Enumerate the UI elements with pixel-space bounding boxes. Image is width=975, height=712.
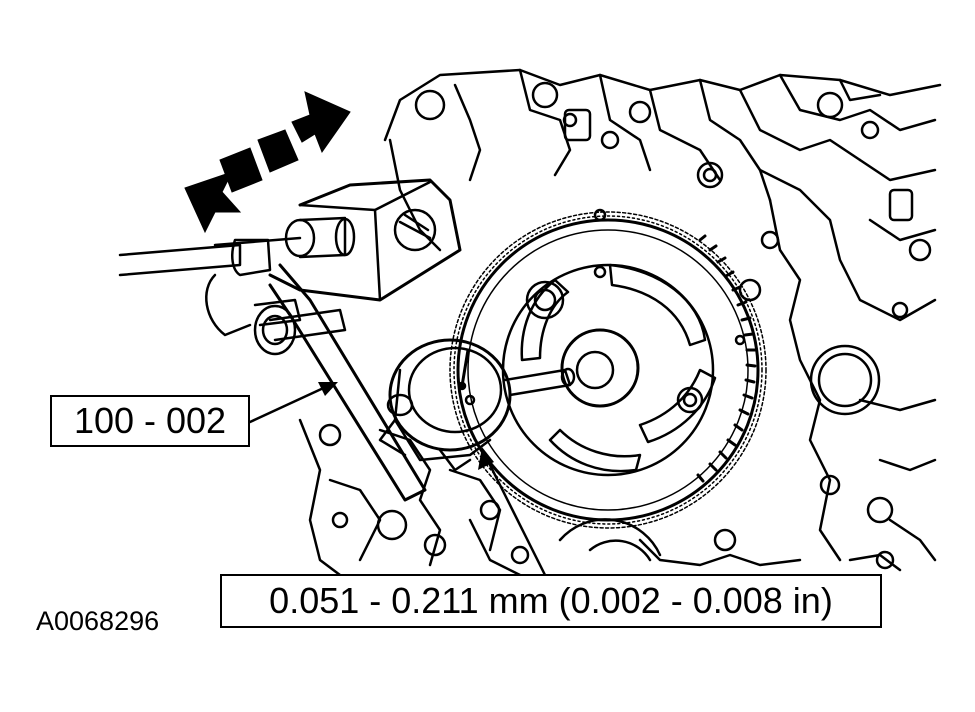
callout-leaders xyxy=(248,383,547,577)
camshaft-gear xyxy=(449,208,767,529)
double-headed-movement-arrow xyxy=(184,91,351,234)
dial-indicator xyxy=(378,338,576,472)
backlash-spec-callout: 0.051 - 0.211 mm (0.002 - 0.008 in) xyxy=(220,574,882,628)
spec-leader-arrowhead xyxy=(478,447,494,470)
engine-block xyxy=(298,68,942,577)
tool-number-callout: 100 - 002 xyxy=(50,395,250,447)
magnetic-base xyxy=(118,178,462,502)
figure-id: A0068296 xyxy=(36,606,160,636)
tool-number-label: 100 - 002 xyxy=(73,400,227,441)
backlash-spec-label: 0.051 - 0.211 mm (0.002 - 0.008 in) xyxy=(269,580,833,621)
tool-leader-arrowhead xyxy=(318,382,338,396)
